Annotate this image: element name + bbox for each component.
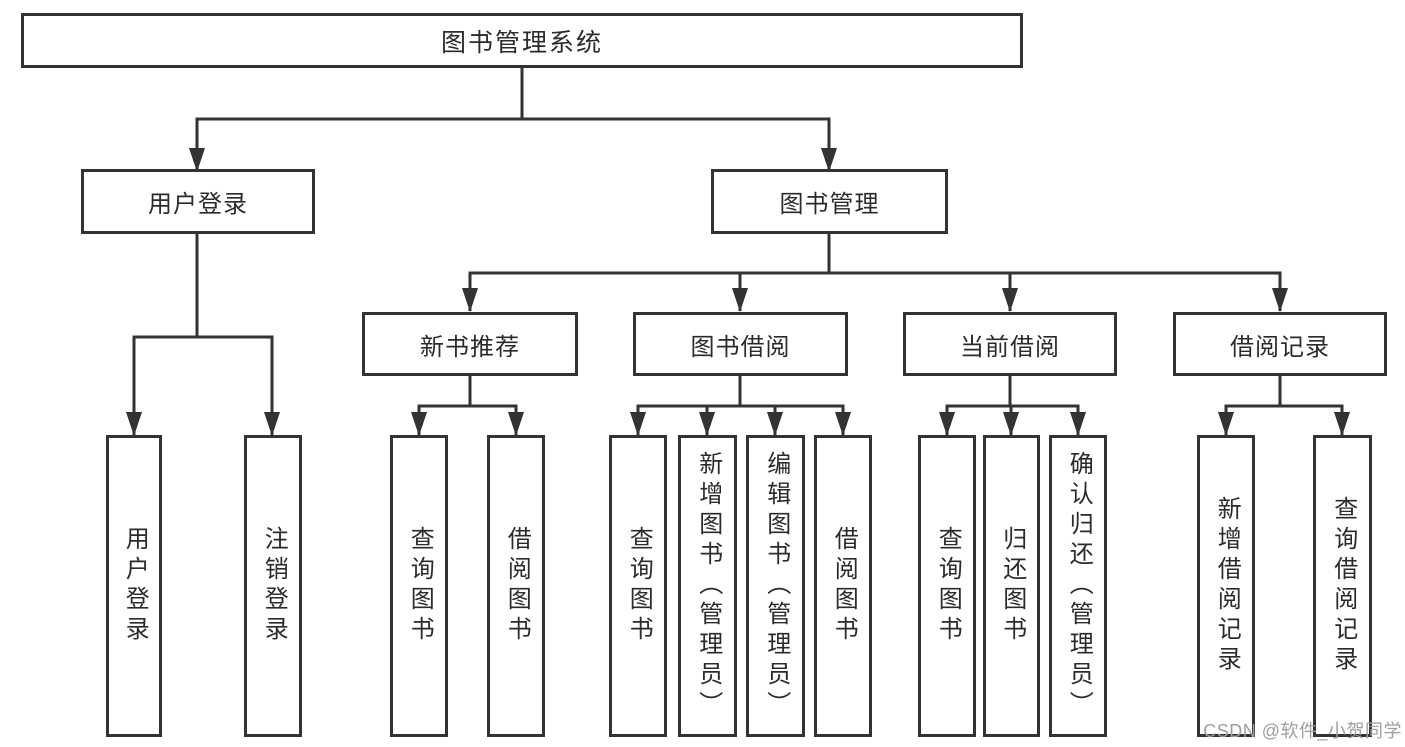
node-root-label: 图书管理系统 xyxy=(440,28,603,57)
leaf-query-books-recommend-label: 查询图书 xyxy=(406,526,434,646)
watermark: CSDN @软件_小贺同学 xyxy=(1203,721,1402,741)
leaf-edit-book-admin-label: 编辑图书（管理员） xyxy=(762,451,790,721)
leaf-borrow-books: 借阅图书 xyxy=(814,435,872,737)
node-user-login: 用户登录 xyxy=(81,169,315,234)
leaf-query-books-current: 查询图书 xyxy=(918,435,976,737)
node-new-book-recommendation-label: 新书推荐 xyxy=(420,333,520,361)
leaf-edit-book-admin: 编辑图书（管理员） xyxy=(746,435,805,737)
leaf-user-login-label: 用户登录 xyxy=(121,526,149,646)
leaf-add-book-admin: 新增图书（管理员） xyxy=(678,435,737,737)
node-user-login-label: 用户登录 xyxy=(148,191,248,218)
leaf-return-books: 归还图书 xyxy=(983,435,1040,737)
leaf-query-books-recommend: 查询图书 xyxy=(390,435,448,737)
leaf-query-borrow-record-label: 查询借阅记录 xyxy=(1329,496,1357,676)
leaf-add-borrow-record-label: 新增借阅记录 xyxy=(1213,496,1241,676)
node-borrowing-records: 借阅记录 xyxy=(1173,312,1387,376)
leaf-return-books-label: 归还图书 xyxy=(998,526,1026,646)
node-new-book-recommendation: 新书推荐 xyxy=(362,312,578,376)
leaf-logout-label: 注销登录 xyxy=(260,526,288,646)
leaf-user-login: 用户登录 xyxy=(106,435,162,737)
leaf-borrow-books-label: 借阅图书 xyxy=(830,526,858,646)
node-current-borrowing: 当前借阅 xyxy=(903,312,1117,376)
leaf-borrow-books-recommend: 借阅图书 xyxy=(487,435,545,737)
leaf-logout: 注销登录 xyxy=(244,435,302,737)
node-borrowing-records-label: 借阅记录 xyxy=(1230,333,1330,361)
leaf-add-book-admin-label: 新增图书（管理员） xyxy=(694,451,722,721)
leaf-query-borrow-record: 查询借阅记录 xyxy=(1313,435,1372,737)
leaf-confirm-return-admin-label: 确认归还（管理员） xyxy=(1065,451,1093,721)
node-book-management: 图书管理 xyxy=(711,169,948,234)
node-current-borrowing-label: 当前借阅 xyxy=(960,333,1060,361)
node-root: 图书管理系统 xyxy=(21,13,1023,68)
node-book-management-label: 图书管理 xyxy=(779,191,880,218)
leaf-add-borrow-record: 新增借阅记录 xyxy=(1197,435,1255,737)
node-book-borrowing-label: 图书借阅 xyxy=(690,333,791,361)
leaf-borrow-books-recommend-label: 借阅图书 xyxy=(503,526,531,646)
leaf-query-books-current-label: 查询图书 xyxy=(934,526,962,646)
node-book-borrowing: 图书借阅 xyxy=(633,312,848,376)
leaf-query-books-borrowing-label: 查询图书 xyxy=(625,526,653,646)
leaf-query-books-borrowing: 查询图书 xyxy=(609,435,667,737)
leaf-confirm-return-admin: 确认归还（管理员） xyxy=(1049,435,1107,737)
